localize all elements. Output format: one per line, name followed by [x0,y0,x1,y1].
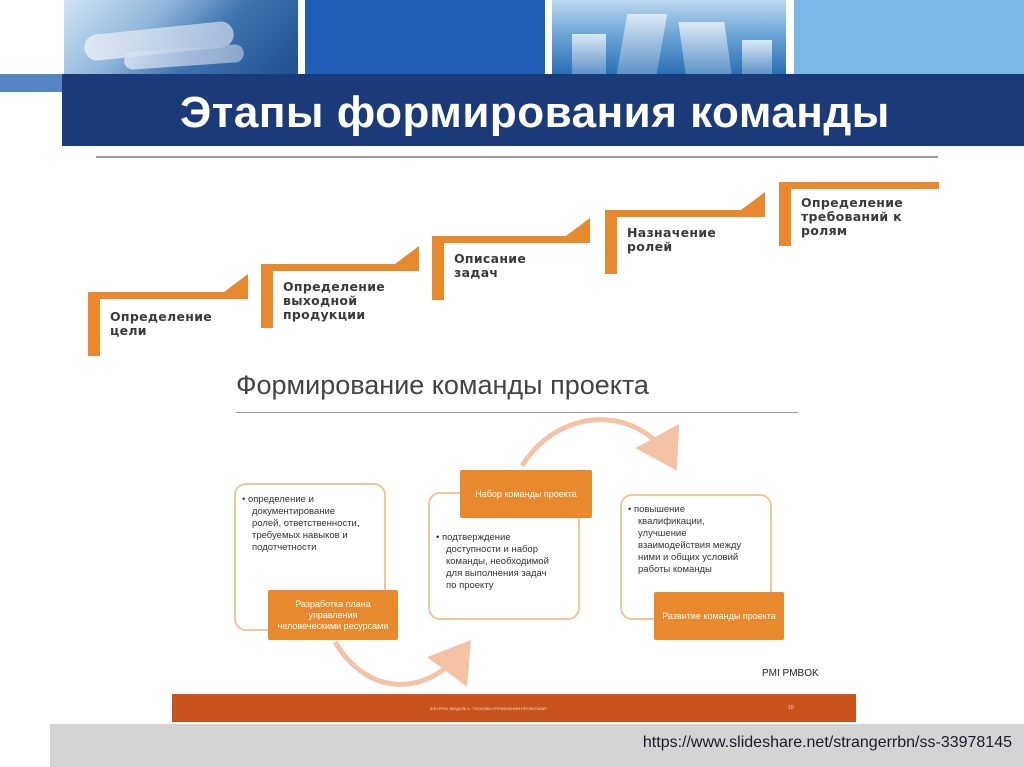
diagram-footer-bar [172,694,856,722]
header-image-skyscrapers [552,0,786,74]
develop-team-bullets: • повышение квалификации, улучшение взаи… [628,504,742,575]
source-label: PMI PMBOK [762,668,819,679]
step-2-line-1: Определение [283,279,386,294]
title-bar [0,74,1024,146]
header-image-blue-block [305,0,545,74]
slide-title: Этапы формирования команды [180,88,890,137]
step-2-output: Определение выходной продукции [261,246,419,328]
step-2-line-2: выходной [283,293,358,308]
arrow-top [519,417,680,471]
acquire-team-bullets: • подтверждение доступности и набор кома… [436,532,549,591]
diagram-footer-page: 10 [788,705,794,711]
step-4-line-1: Назначение [627,225,717,240]
step-5-line-3: ролям [801,223,848,238]
acquire-team-tag: Набор команды проекта [460,470,592,518]
diagram-title: Формирование команды проекта [236,370,649,400]
header-image-light-blue-block [794,0,1024,74]
step-4-roles: Назначение ролей [605,192,765,274]
step-3-tasks: Описание задач [432,218,590,300]
source-url-link[interactable]: https://www.slideshare.net/strangerrbn/s… [642,734,1012,751]
step-5-line-1: Определение [801,195,904,210]
step-1-line-2: цели [110,323,147,338]
step-2-line-3: продукции [283,307,366,322]
step-1-goal: Определение цели [88,274,248,356]
arrow-bottom [332,639,471,687]
step-4-line-2: ролей [627,239,673,254]
step-1-line-1: Определение [110,309,213,324]
step-5-role-requirements: Определение требований к ролям [779,182,939,246]
header-image-hands-keyboard [64,0,298,74]
title-divider [96,156,938,158]
step-3-line-1: Описание [454,251,527,266]
plan-hr-bullets: • определение и документирование ролей, … [242,494,360,553]
bottom-bar [50,724,1024,767]
step-3-line-2: задач [454,265,499,280]
step-5-line-2: требований к [801,209,902,224]
diagram-title-divider [236,412,798,413]
plan-hr-tag: Разработка плана управления человеческим… [268,590,398,640]
diagram-footer-text: IEEI-PPM, МОДУЛЬ 1. "ОСНОВЫ УПРАВЛЕНИЯ П… [430,706,548,711]
develop-team-tag: Развитие команды проекта [654,592,784,640]
